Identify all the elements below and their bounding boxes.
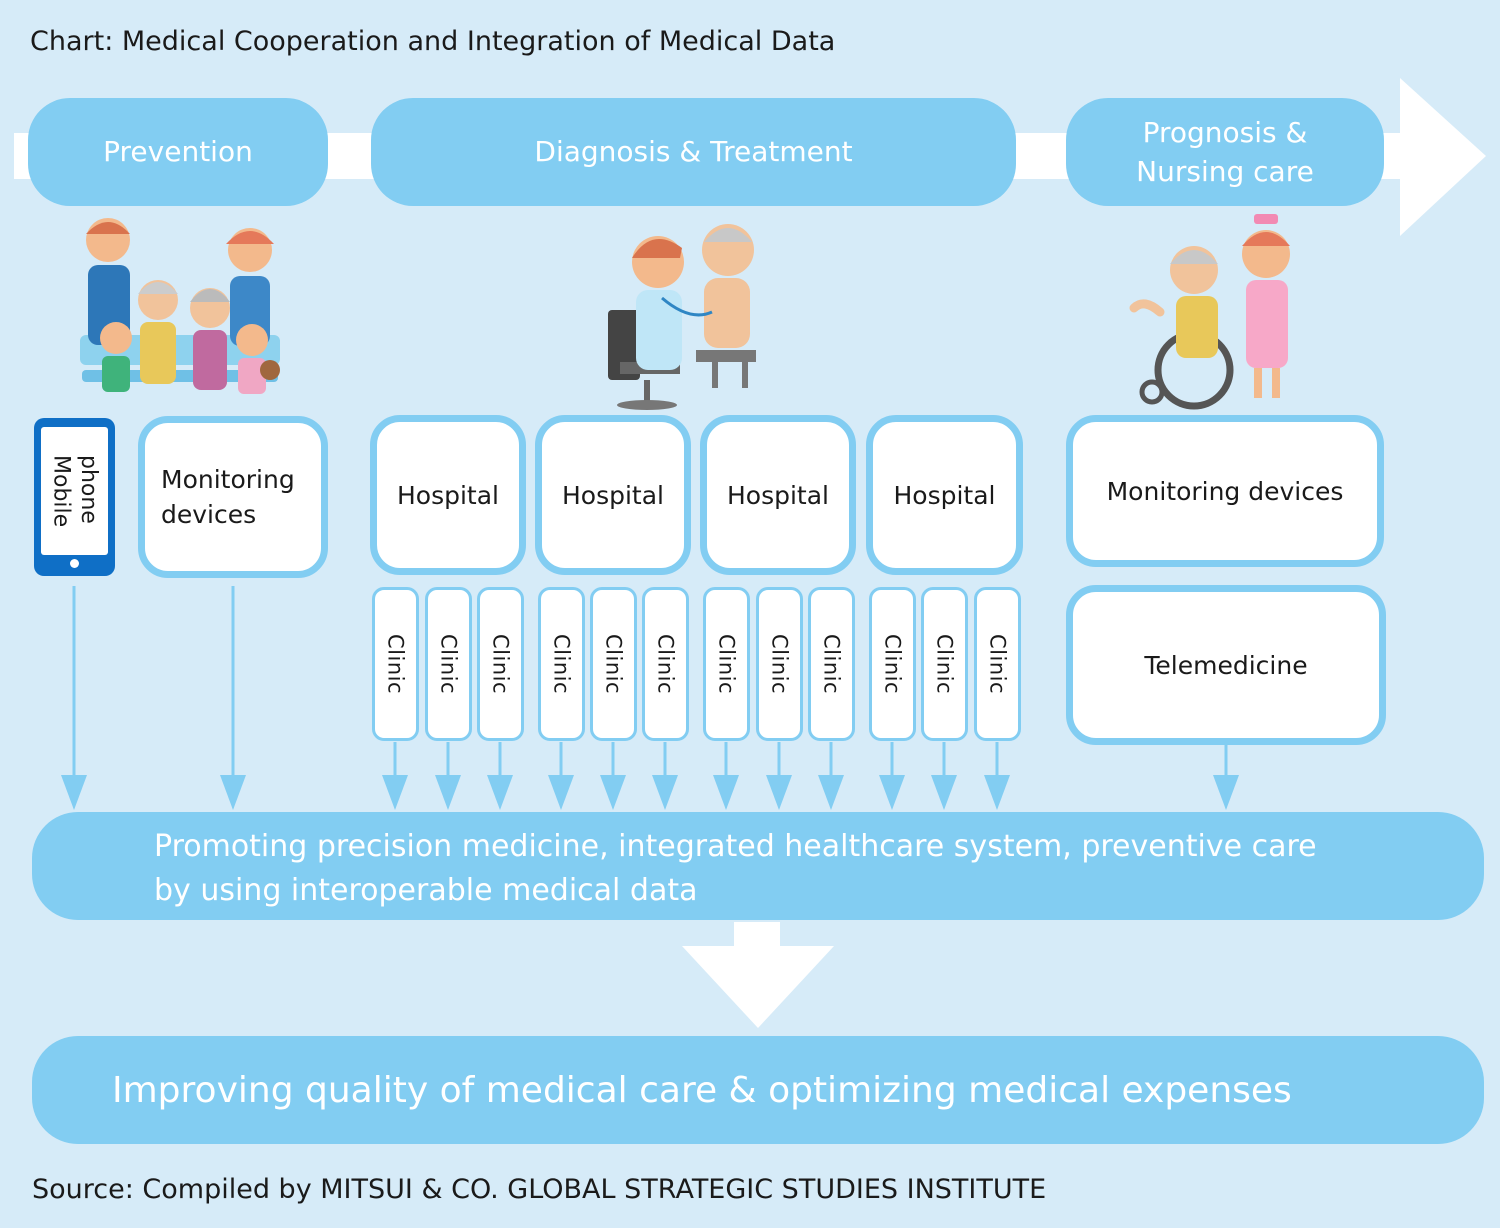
mobile-phone-label: Mobile phone (47, 455, 102, 527)
nursing-monitoring-devices-box: Monitoring devices (1066, 415, 1384, 567)
integration-text-line1: Promoting precision medicine, integrated… (154, 829, 1317, 864)
outcome-band: Improving quality of medical care & opti… (32, 1036, 1484, 1144)
clinic-label: Clinic (880, 633, 905, 695)
clinic-box: Clinic (477, 587, 524, 741)
mobile-phone-label-line1: Mobile (48, 454, 74, 528)
clinic-label: Clinic (549, 633, 574, 695)
hospital-label: Hospital (396, 480, 499, 510)
source-note: Source: Compiled by MITSUI & CO. GLOBAL … (32, 1174, 1047, 1205)
clinic-label: Clinic (932, 633, 957, 695)
hospital-box: Hospital (700, 415, 856, 575)
clinic-box: Clinic (808, 587, 855, 741)
hospital-label: Hospital (726, 480, 829, 510)
clinic-box: Clinic (642, 587, 689, 741)
clinic-box: Clinic (869, 587, 916, 741)
clinic-box: Clinic (538, 587, 585, 741)
hospital-box: Hospital (866, 415, 1023, 575)
chart-title: Chart: Medical Cooperation and Integrati… (30, 26, 836, 57)
prevention-monitoring-label-line2: devices (161, 500, 257, 529)
clinic-label: Clinic (653, 633, 678, 695)
outcome-text: Improving quality of medical care & opti… (112, 1069, 1292, 1111)
clinic-box: Clinic (921, 587, 968, 741)
clinic-box: Clinic (703, 587, 750, 741)
clinic-label: Clinic (383, 633, 408, 695)
clinic-box: Clinic (425, 587, 472, 741)
phone-home-dot (70, 559, 79, 568)
phase-prognosis-label-line1: Prognosis & (1142, 115, 1308, 149)
clinic-label: Clinic (436, 633, 461, 695)
clinic-box: Clinic (590, 587, 637, 741)
telemedicine-box: Telemedicine (1066, 585, 1386, 745)
hospital-box: Hospital (535, 415, 691, 575)
arrow-head (220, 775, 246, 810)
phase-prognosis-label-line2: Nursing care (1136, 155, 1314, 188)
clinic-label: Clinic (985, 633, 1010, 695)
integration-text-line2: by using interoperable medical data (154, 872, 698, 908)
doctor-patient-illustration (608, 224, 756, 410)
integration-band: Promoting precision medicine, integrated… (32, 812, 1484, 920)
mobile-phone-label-line2: phone (76, 454, 101, 524)
arrow-head (61, 775, 87, 810)
clinic-label: Clinic (819, 633, 844, 695)
clinic-box: Clinic (756, 587, 803, 741)
phase-diagnosis-label: Diagnosis & Treatment (534, 135, 853, 169)
hospital-box: Hospital (370, 415, 526, 575)
phase-prevention: Prevention (28, 98, 328, 206)
clinic-label: Clinic (714, 633, 739, 695)
mobile-phone: Mobile phone (34, 418, 115, 576)
prevention-monitoring-label-line1: Monitoring (161, 465, 295, 494)
nurse-wheelchair-illustration (1129, 214, 1290, 410)
hospital-label: Hospital (893, 480, 996, 510)
nursing-monitoring-label: Monitoring devices (1106, 476, 1344, 506)
clinic-box: Clinic (974, 587, 1021, 741)
prevention-monitoring-devices-box: Monitoring devices (138, 416, 328, 578)
clinic-label: Clinic (488, 633, 513, 695)
clinic-label: Clinic (601, 633, 626, 695)
phase-diagnosis-treatment: Diagnosis & Treatment (371, 98, 1016, 206)
clinic-label: Clinic (767, 633, 792, 695)
telemedicine-label: Telemedicine (1144, 650, 1308, 680)
phase-prevention-label: Prevention (103, 135, 253, 169)
family-illustration (80, 218, 280, 394)
clinic-box: Clinic (372, 587, 419, 741)
phase-prognosis-nursing: Prognosis & Nursing care (1066, 98, 1384, 206)
hospital-label: Hospital (561, 480, 664, 510)
